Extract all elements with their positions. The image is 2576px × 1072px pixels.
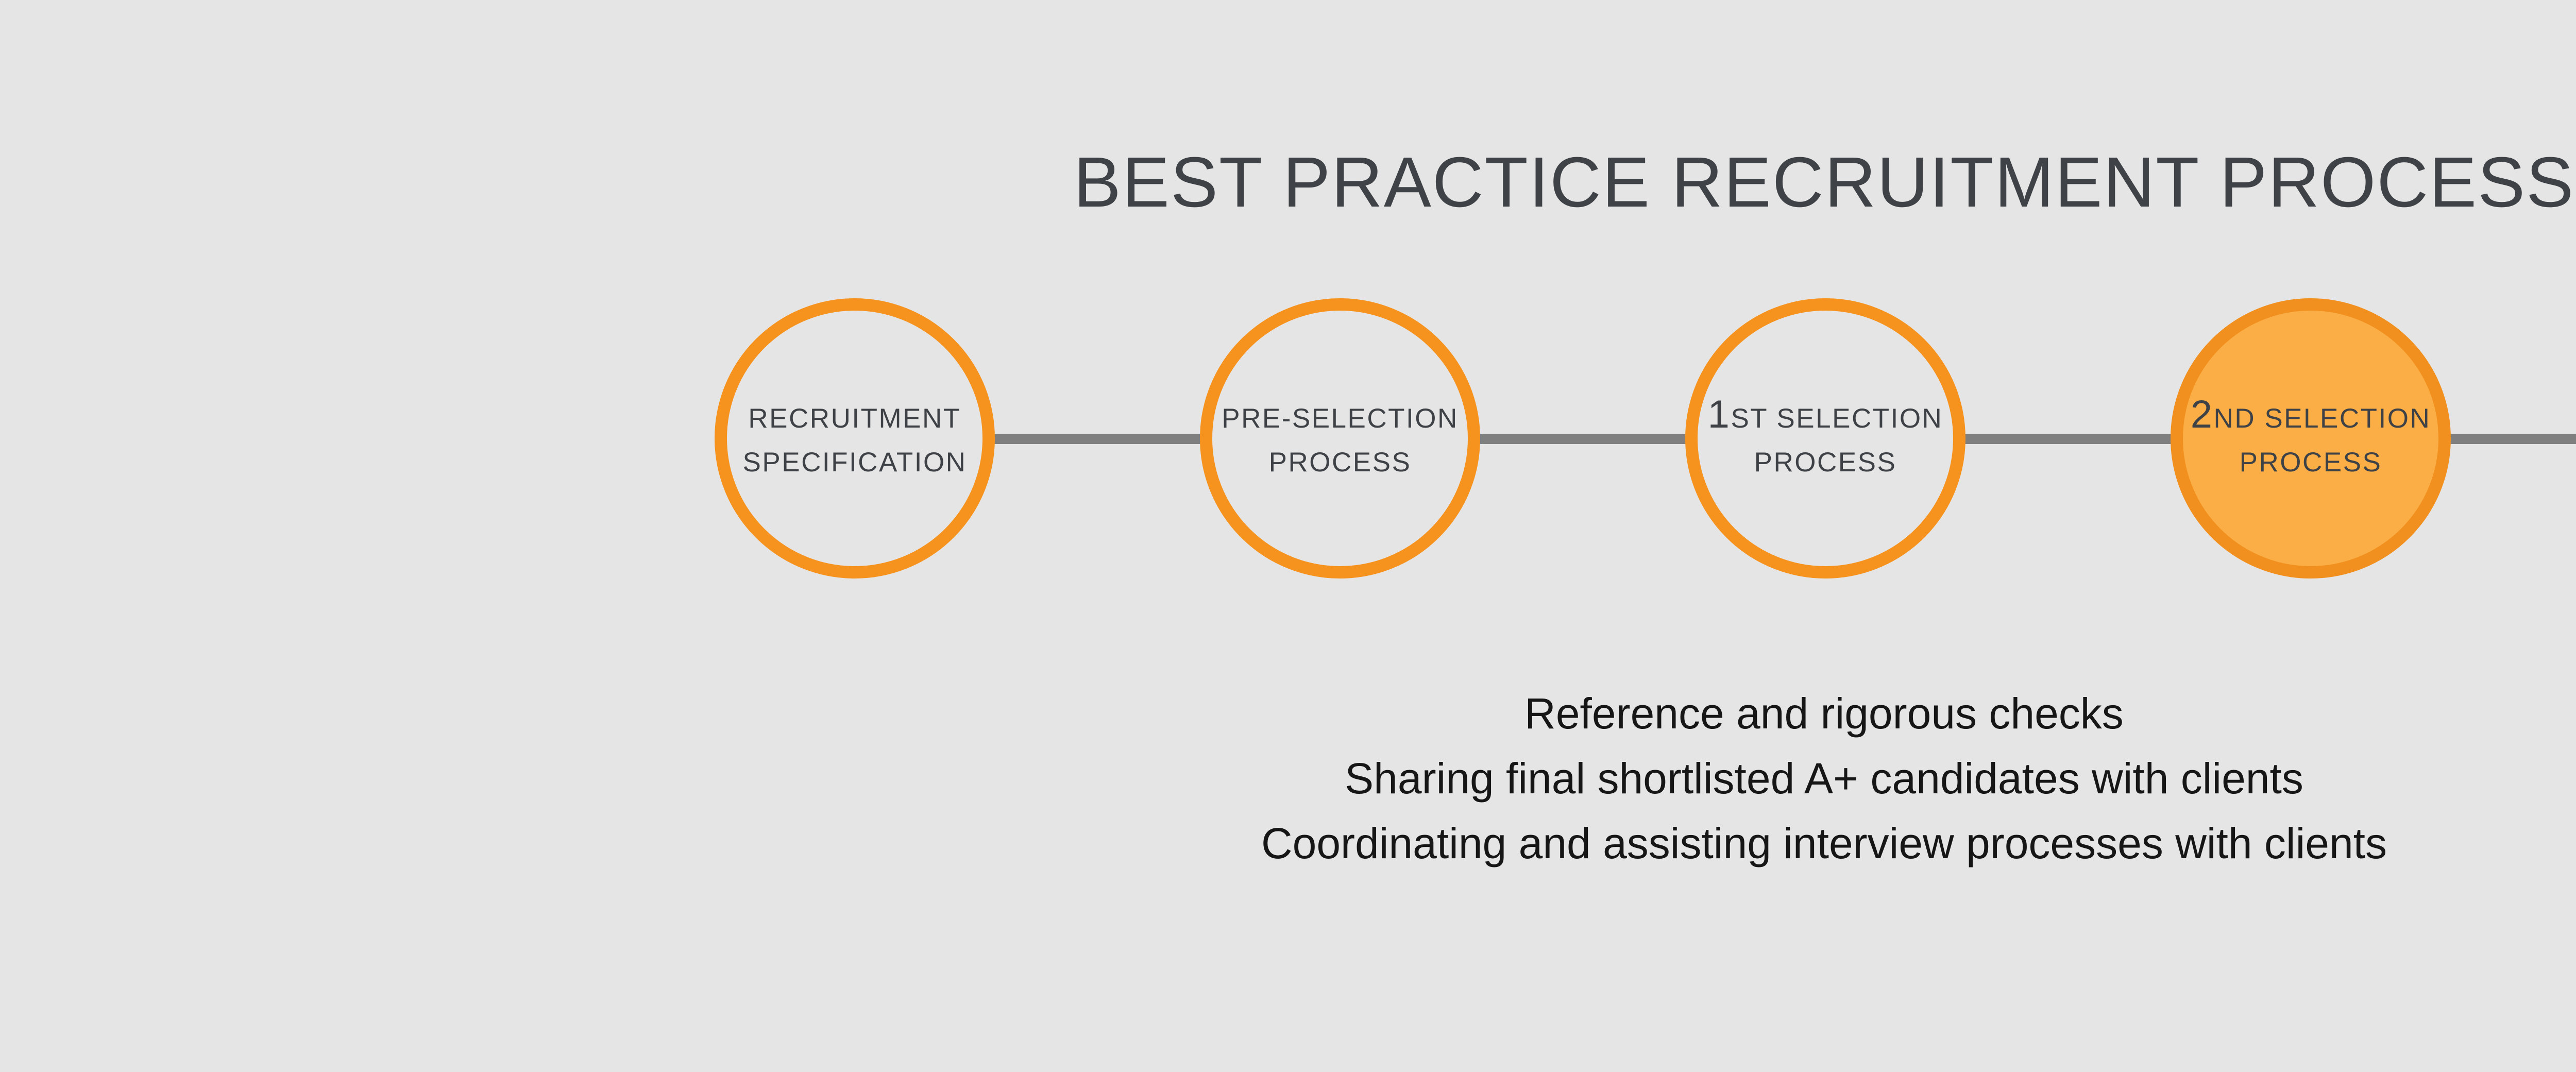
step-2-label: PRE-SELECTION PROCESS	[1222, 390, 1459, 486]
step-4-label: 2ND SELECTION PROCESS	[2191, 390, 2431, 486]
step-1-line1-text: RECRUITMENT	[748, 403, 961, 434]
step-1-label-line1: RECRUITMENT	[743, 390, 967, 438]
step-3-numeral: 1	[1707, 393, 1731, 436]
step-3-label: 1ST SELECTION PROCESS	[1708, 390, 1943, 486]
step-1-label-line2: SPECIFICATION	[742, 447, 967, 478]
step-2-circle-pre-selection: PRE-SELECTION PROCESS	[1200, 298, 1480, 578]
step-3-label-line2: PROCESS	[1754, 447, 1897, 478]
step-4-label-line1: 2ND SELECTION	[2191, 390, 2431, 438]
detail-line-2: Sharing final shortlisted A+ candidates …	[1345, 754, 2303, 803]
detail-line-1: Reference and rigorous checks	[1524, 689, 2124, 738]
page-title: BEST PRACTICE RECRUITMENT PROCESS	[1073, 143, 2575, 222]
step-1-circle-recruitment-specification: RECRUITMENT SPECIFICATION	[715, 298, 995, 578]
step-1-label: RECRUITMENT SPECIFICATION	[743, 390, 967, 486]
step-3-line1-text: ST SELECTION	[1731, 403, 1943, 434]
step-2-line1-text: PRE-SELECTION	[1222, 403, 1459, 434]
step-4-label-line2: PROCESS	[2239, 447, 2382, 478]
step-2-label-line1: PRE-SELECTION	[1222, 390, 1459, 438]
step-3-label-line1: 1ST SELECTION	[1708, 390, 1943, 438]
step-4-circle-2nd-selection-active: 2ND SELECTION PROCESS	[2171, 298, 2451, 578]
step-detail-text-block: Reference and rigorous checks Sharing fi…	[0, 681, 2576, 876]
step-4-line1-text: ND SELECTION	[2213, 403, 2431, 434]
step-4-numeral: 2	[2190, 393, 2214, 436]
step-3-circle-1st-selection: 1ST SELECTION PROCESS	[1685, 298, 1965, 578]
step-2-label-line2: PROCESS	[1268, 447, 1412, 478]
detail-line-3: Coordinating and assisting interview pro…	[1261, 819, 2387, 867]
